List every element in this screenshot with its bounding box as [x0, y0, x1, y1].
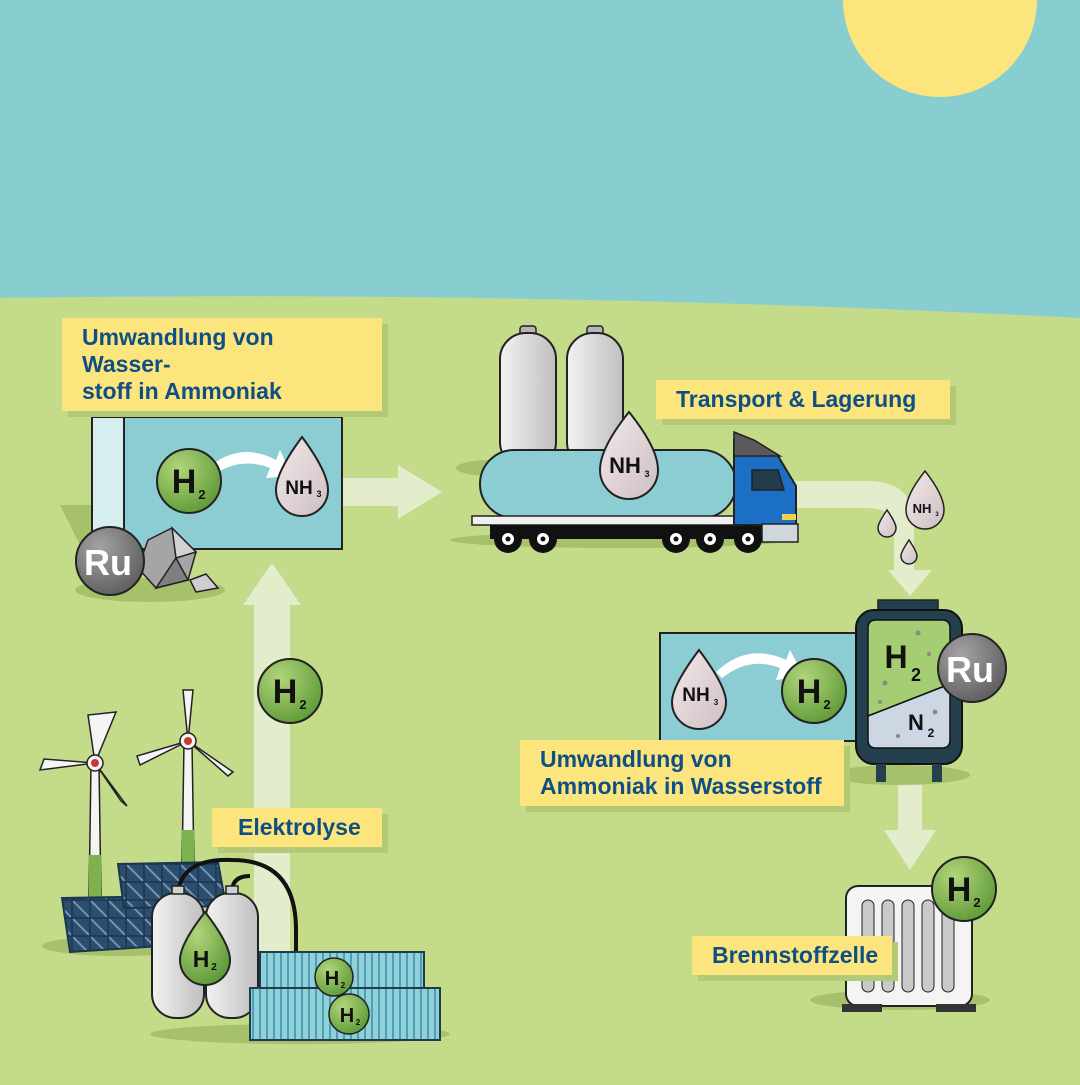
h2-molecule-arrow: H 2	[257, 658, 323, 724]
nh3-symbol: NH	[682, 685, 709, 706]
h2-symbol: H	[273, 673, 298, 711]
ru-symbol: Ru	[84, 542, 132, 583]
h2-symbol: H	[172, 463, 197, 501]
ru-symbol: Ru	[946, 649, 994, 690]
h2-subscript: 2	[356, 1018, 361, 1027]
rocks	[137, 525, 220, 593]
nh3-drop-truck: NH 3	[598, 410, 660, 500]
h2-subscript: 2	[341, 981, 346, 990]
arrow-truck-to-cracker	[790, 481, 932, 596]
electrolysis-station	[150, 857, 450, 1044]
h2-subscript: 2	[973, 895, 980, 910]
nh3-subscript: 3	[935, 512, 939, 518]
conversion-arrow-icon	[206, 450, 292, 478]
reactor-h2-subscript: 2	[911, 665, 921, 685]
arrow-right-to-truck	[342, 465, 442, 519]
reactor-h2-symbol: H	[884, 639, 907, 675]
truck-wheels	[494, 525, 762, 553]
storage-tank-1	[499, 332, 557, 469]
h2-symbol: H	[340, 1005, 354, 1027]
nh3-symbol: NH	[285, 478, 312, 499]
trailer-bed	[471, 515, 745, 526]
truck-window	[751, 469, 786, 491]
nh3-subscript: 3	[644, 469, 649, 479]
label-conversion-to-hydrogen: Umwandlung von Ammoniak in Wasserstoff	[520, 740, 844, 806]
sun	[843, 0, 1037, 97]
reactor-n2-symbol: N	[908, 710, 924, 735]
h2-subscript: 2	[823, 697, 830, 712]
h2-subscript: 2	[198, 487, 205, 502]
h2-molecule-plant: H 2	[156, 448, 222, 514]
h2-subscript: 2	[299, 697, 306, 712]
h2-drop-electrolyser: H 2	[178, 910, 232, 986]
nh3-drop-falling: NH 3	[905, 469, 945, 530]
h2-symbol: H	[797, 673, 822, 711]
nh3-symbol: NH	[609, 453, 641, 478]
h2-badge-container-back: H 2	[314, 957, 354, 997]
h2-symbol: H	[325, 968, 339, 990]
electrolysis-pipe	[176, 857, 298, 1000]
nh3-drop-plant: NH 3	[274, 435, 330, 517]
arrow-cracker-to-fuelcell	[884, 760, 936, 870]
h2-symbol: H	[947, 871, 972, 909]
label-conversion-to-ammonia: Umwandlung von Wasser- stoff in Ammoniak	[62, 318, 382, 411]
h2-molecule-cracker: H 2	[781, 658, 847, 724]
h2-badge-container-front: H 2	[328, 993, 370, 1035]
reactor-contents-text: H 2 N 2	[884, 639, 934, 740]
h2-molecule-fuelcell: H 2	[931, 856, 997, 922]
ammonia-droplets	[877, 508, 918, 565]
nh3-drop-cracker: NH 3	[670, 648, 728, 730]
ru-catalyst-plant: Ru	[75, 526, 145, 596]
cracker-conversion-arrow-icon	[716, 650, 804, 680]
nh3-subscript: 3	[316, 489, 321, 499]
label-fuel-cell: Brennstoffzelle	[692, 936, 892, 975]
label-electrolysis: Elektrolyse	[212, 808, 382, 847]
nh3-subscript: 3	[714, 698, 719, 707]
ru-catalyst-cracker: Ru	[937, 633, 1007, 703]
label-transport-storage: Transport & Lagerung	[656, 380, 950, 419]
nh3-symbol: NH	[913, 501, 932, 516]
h2-subscript: 2	[211, 962, 217, 973]
h2-symbol: H	[193, 946, 210, 972]
reactor-n2-subscript: 2	[928, 726, 935, 740]
